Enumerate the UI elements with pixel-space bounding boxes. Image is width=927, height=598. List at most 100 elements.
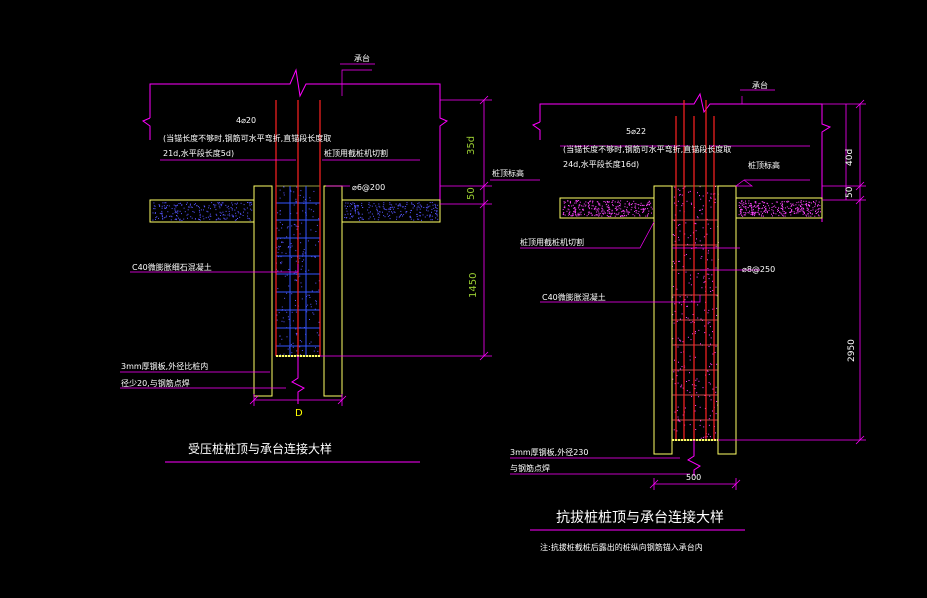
concrete-dot: [398, 205, 400, 207]
concrete-dot: [622, 215, 624, 217]
concrete-dot: [601, 215, 603, 217]
concrete-dot: [361, 205, 363, 207]
concrete-dot: [708, 418, 710, 420]
concrete-dot: [573, 214, 574, 216]
concrete-dot: [684, 186, 686, 188]
concrete-dot: [296, 333, 298, 335]
concrete-dot: [231, 202, 233, 204]
concrete-dot: [677, 418, 679, 420]
concrete-dot: [413, 205, 415, 207]
right-anchor-note-1: (当锚长度不够时,钢筋可水平弯折,直锚段长度取: [563, 144, 731, 154]
concrete-dot: [750, 214, 752, 215]
concrete-dot: [710, 337, 712, 339]
concrete-dot: [702, 205, 704, 207]
concrete-dot: [170, 219, 172, 221]
concrete-dot: [431, 215, 433, 217]
concrete-dot: [647, 214, 649, 216]
concrete-dot: [429, 202, 431, 203]
concrete-dot: [158, 217, 159, 219]
concrete-dot: [710, 399, 712, 401]
concrete-dot: [290, 344, 292, 346]
concrete-dot: [436, 213, 437, 215]
concrete-dot: [748, 205, 750, 207]
concrete-dot: [176, 205, 178, 206]
concrete-dot: [189, 204, 191, 206]
concrete-dot: [635, 210, 637, 211]
concrete-dot: [781, 205, 783, 207]
concrete-dot: [771, 213, 772, 215]
concrete-dot: [174, 208, 176, 210]
right-pile-core: [671, 185, 719, 441]
concrete-dot: [643, 204, 645, 206]
concrete-dot: [682, 387, 684, 389]
concrete-dot: [704, 436, 706, 438]
concrete-dot: [186, 203, 187, 205]
concrete-dot: [411, 202, 413, 204]
concrete-dot: [594, 215, 596, 217]
concrete-dot: [688, 380, 690, 381]
concrete-dot: [286, 236, 288, 238]
concrete-dot: [681, 384, 683, 386]
concrete-dot: [587, 211, 589, 213]
concrete-dot: [635, 203, 637, 205]
concrete-dot: [156, 216, 158, 218]
concrete-dot: [709, 383, 711, 385]
concrete-dot: [419, 208, 421, 210]
concrete-dot: [155, 217, 157, 218]
concrete-dot: [202, 215, 204, 217]
concrete-dot: [710, 206, 712, 208]
concrete-dot: [279, 245, 281, 247]
concrete-dot: [817, 212, 819, 214]
concrete-dot: [240, 212, 242, 214]
concrete-dot: [761, 215, 763, 217]
concrete-dot: [802, 210, 804, 212]
concrete-dot: [614, 201, 616, 203]
concrete-dot: [154, 205, 156, 207]
concrete-dot: [279, 343, 281, 345]
concrete-dot: [302, 251, 304, 253]
concrete-dot: [303, 259, 305, 261]
concrete-dot: [606, 215, 608, 216]
concrete-dot: [242, 215, 244, 216]
concrete-dot: [350, 203, 352, 204]
concrete-dot: [287, 316, 289, 318]
concrete-dot: [753, 209, 754, 211]
concrete-dot: [714, 202, 716, 203]
concrete-dot: [802, 213, 804, 215]
concrete-dot: [623, 210, 624, 212]
concrete-dot: [191, 206, 193, 208]
concrete-dot: [186, 214, 188, 216]
concrete-dot: [177, 204, 178, 206]
concrete-dot: [307, 304, 309, 306]
concrete-dot: [174, 212, 176, 214]
concrete-dot: [651, 208, 653, 210]
concrete-dot: [567, 200, 569, 202]
concrete-dot: [606, 200, 608, 202]
right-dimensions: [649, 99, 866, 490]
concrete-dot: [789, 207, 791, 209]
concrete-dot: [678, 361, 679, 363]
concrete-dot: [786, 201, 788, 203]
concrete-dot: [695, 379, 697, 381]
concrete-dot: [743, 214, 745, 216]
concrete-dot: [694, 410, 696, 412]
concrete-dot: [595, 209, 597, 211]
concrete-dot: [688, 282, 690, 284]
concrete-dot: [409, 216, 411, 218]
concrete-dot: [278, 245, 280, 247]
concrete-dot: [704, 395, 706, 396]
concrete-dot: [282, 241, 284, 243]
concrete-dot: [682, 341, 684, 343]
concrete-dot: [778, 210, 779, 211]
concrete-dot: [738, 205, 740, 206]
concrete-dot: [634, 211, 636, 212]
concrete-dot: [199, 207, 200, 209]
concrete-dot: [618, 207, 620, 209]
concrete-dot: [812, 207, 814, 209]
concrete-dot: [401, 213, 402, 215]
concrete-dot: [703, 426, 705, 428]
concrete-dot: [632, 214, 634, 216]
concrete-dot: [777, 209, 779, 211]
concrete-dot: [751, 211, 753, 213]
concrete-dot: [758, 207, 760, 209]
